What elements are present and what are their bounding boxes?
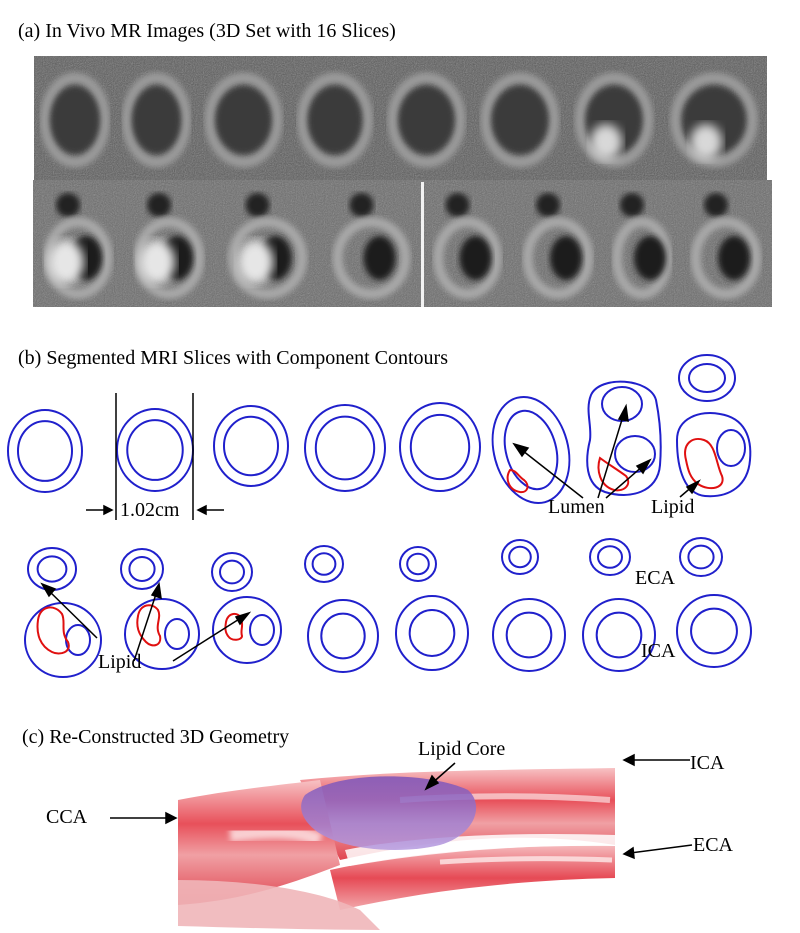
contour bbox=[219, 559, 245, 585]
contour bbox=[687, 544, 715, 570]
lipid-contour bbox=[684, 438, 724, 490]
mri-slice bbox=[215, 180, 320, 307]
contour bbox=[24, 602, 102, 678]
scale-bar bbox=[86, 393, 224, 520]
contour bbox=[164, 618, 190, 650]
lipid-contour bbox=[36, 606, 70, 655]
cca-label: CCA bbox=[46, 806, 88, 828]
contour bbox=[211, 552, 253, 592]
contour bbox=[213, 405, 289, 487]
lipid-contour bbox=[506, 468, 529, 494]
ica-label-c: ICA bbox=[690, 752, 725, 774]
mri-slice bbox=[197, 56, 290, 183]
mri-slice bbox=[512, 180, 604, 307]
lipid-label-bottom: Lipid bbox=[98, 651, 142, 673]
mri-slice bbox=[680, 180, 772, 307]
mri-slice bbox=[320, 180, 423, 307]
mri-slice bbox=[123, 180, 215, 307]
contour bbox=[126, 419, 184, 481]
contour bbox=[307, 599, 379, 673]
contour bbox=[406, 552, 430, 576]
contour bbox=[676, 594, 752, 668]
contour bbox=[399, 402, 481, 492]
mri-slice bbox=[567, 56, 661, 183]
contour bbox=[491, 395, 571, 505]
ica-label-b: ICA bbox=[641, 640, 676, 662]
contour bbox=[508, 545, 532, 569]
eca-branch bbox=[330, 845, 615, 910]
scale-label: 1.02cm bbox=[120, 499, 180, 521]
contour bbox=[586, 380, 662, 496]
contour bbox=[7, 409, 83, 493]
contour bbox=[501, 539, 539, 575]
lipid-label-top: Lipid bbox=[651, 496, 695, 518]
mri-row-2 bbox=[33, 180, 772, 307]
contour bbox=[716, 429, 746, 467]
contour bbox=[503, 409, 559, 491]
contour bbox=[399, 546, 437, 582]
lipid-contour bbox=[597, 456, 630, 492]
lipid-core-label: Lipid Core bbox=[418, 738, 506, 760]
contour bbox=[589, 538, 631, 576]
contour bbox=[395, 595, 469, 671]
mri-row-1 bbox=[34, 56, 767, 183]
contour bbox=[582, 598, 656, 672]
contour bbox=[120, 548, 164, 590]
eca-label-b: ECA bbox=[635, 567, 675, 589]
contour bbox=[304, 545, 344, 583]
contour bbox=[408, 609, 456, 657]
contour bbox=[212, 596, 282, 664]
contour bbox=[16, 420, 74, 482]
mri-slice bbox=[423, 180, 512, 307]
segmented-contours bbox=[7, 354, 752, 678]
contour bbox=[222, 415, 280, 477]
mri-slice bbox=[34, 56, 116, 183]
contour bbox=[679, 537, 723, 577]
contour bbox=[311, 552, 337, 576]
contour bbox=[249, 614, 275, 646]
contour bbox=[595, 611, 643, 659]
eca-label-c: ECA bbox=[693, 834, 733, 856]
panel-b-title: (b) Segmented MRI Slices with Component … bbox=[18, 347, 448, 369]
mri-slice bbox=[380, 56, 473, 183]
contour bbox=[597, 545, 623, 569]
contour bbox=[124, 598, 200, 670]
contour bbox=[128, 556, 156, 582]
contour bbox=[688, 363, 726, 393]
mri-slice bbox=[116, 56, 197, 183]
annotation-arrows-c bbox=[110, 753, 693, 860]
contour bbox=[409, 413, 471, 481]
mri-slice bbox=[290, 56, 380, 183]
cca-trunk bbox=[178, 780, 340, 905]
contour bbox=[678, 354, 736, 402]
lipid-contour bbox=[224, 612, 244, 641]
contour bbox=[690, 607, 738, 655]
mri-slice bbox=[604, 180, 680, 307]
contour bbox=[36, 555, 68, 583]
mri-slice bbox=[661, 56, 767, 183]
contour bbox=[304, 404, 386, 492]
lipid-core bbox=[301, 776, 477, 850]
panel-c-title: (c) Re-Constructed 3D Geometry bbox=[22, 726, 290, 748]
mri-slice bbox=[473, 56, 567, 183]
contour bbox=[314, 415, 376, 481]
panel-a-title: (a) In Vivo MR Images (3D Set with 16 Sl… bbox=[18, 20, 396, 42]
mri-slice bbox=[33, 180, 123, 307]
mri-slice-grid bbox=[33, 56, 772, 307]
contour bbox=[492, 598, 566, 672]
contour bbox=[320, 612, 366, 660]
annotation-arrows-b bbox=[40, 403, 701, 662]
contour bbox=[505, 611, 553, 659]
lumen-label: Lumen bbox=[548, 496, 605, 518]
